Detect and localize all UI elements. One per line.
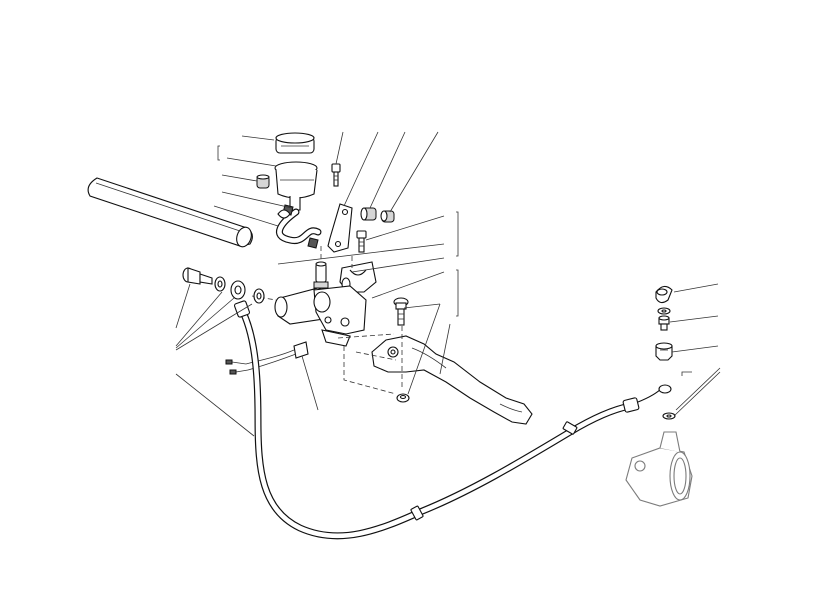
clutch-switch bbox=[225, 341, 309, 375]
slave-cylinder bbox=[625, 431, 693, 507]
bracket-bushing-2 bbox=[380, 210, 395, 223]
callout-leader-lines bbox=[175, 131, 721, 437]
clutch-hose bbox=[233, 300, 672, 540]
clamp-screw bbox=[356, 230, 367, 253]
bleed-washer bbox=[657, 307, 671, 315]
pivot-bolt bbox=[393, 297, 409, 326]
sealing-washer-1 bbox=[214, 276, 226, 292]
handlebar-tube bbox=[87, 177, 253, 248]
bleed-screw bbox=[658, 315, 670, 331]
pivot-nut bbox=[396, 393, 410, 403]
bracket-bushing-1 bbox=[360, 207, 377, 221]
adapter-nipple bbox=[655, 342, 673, 361]
master-cylinder-body bbox=[274, 285, 367, 347]
fluid-reservoir bbox=[274, 161, 318, 211]
assembly-guide-lines bbox=[251, 246, 403, 395]
bracket-screw bbox=[331, 163, 341, 187]
sealing-washer-2 bbox=[253, 288, 265, 304]
reservoir-cap bbox=[275, 132, 315, 154]
reservoir-grommet bbox=[256, 174, 270, 189]
bleed-banjo-fitting bbox=[655, 285, 673, 304]
banjo-fitting bbox=[230, 280, 246, 300]
clutch-lever bbox=[371, 335, 533, 425]
reservoir-bracket bbox=[327, 203, 353, 253]
banjo-bolt bbox=[182, 267, 213, 285]
slave-washer bbox=[662, 412, 676, 420]
reservoir-hose bbox=[276, 204, 322, 249]
reservoir-union-fitting bbox=[313, 261, 329, 289]
